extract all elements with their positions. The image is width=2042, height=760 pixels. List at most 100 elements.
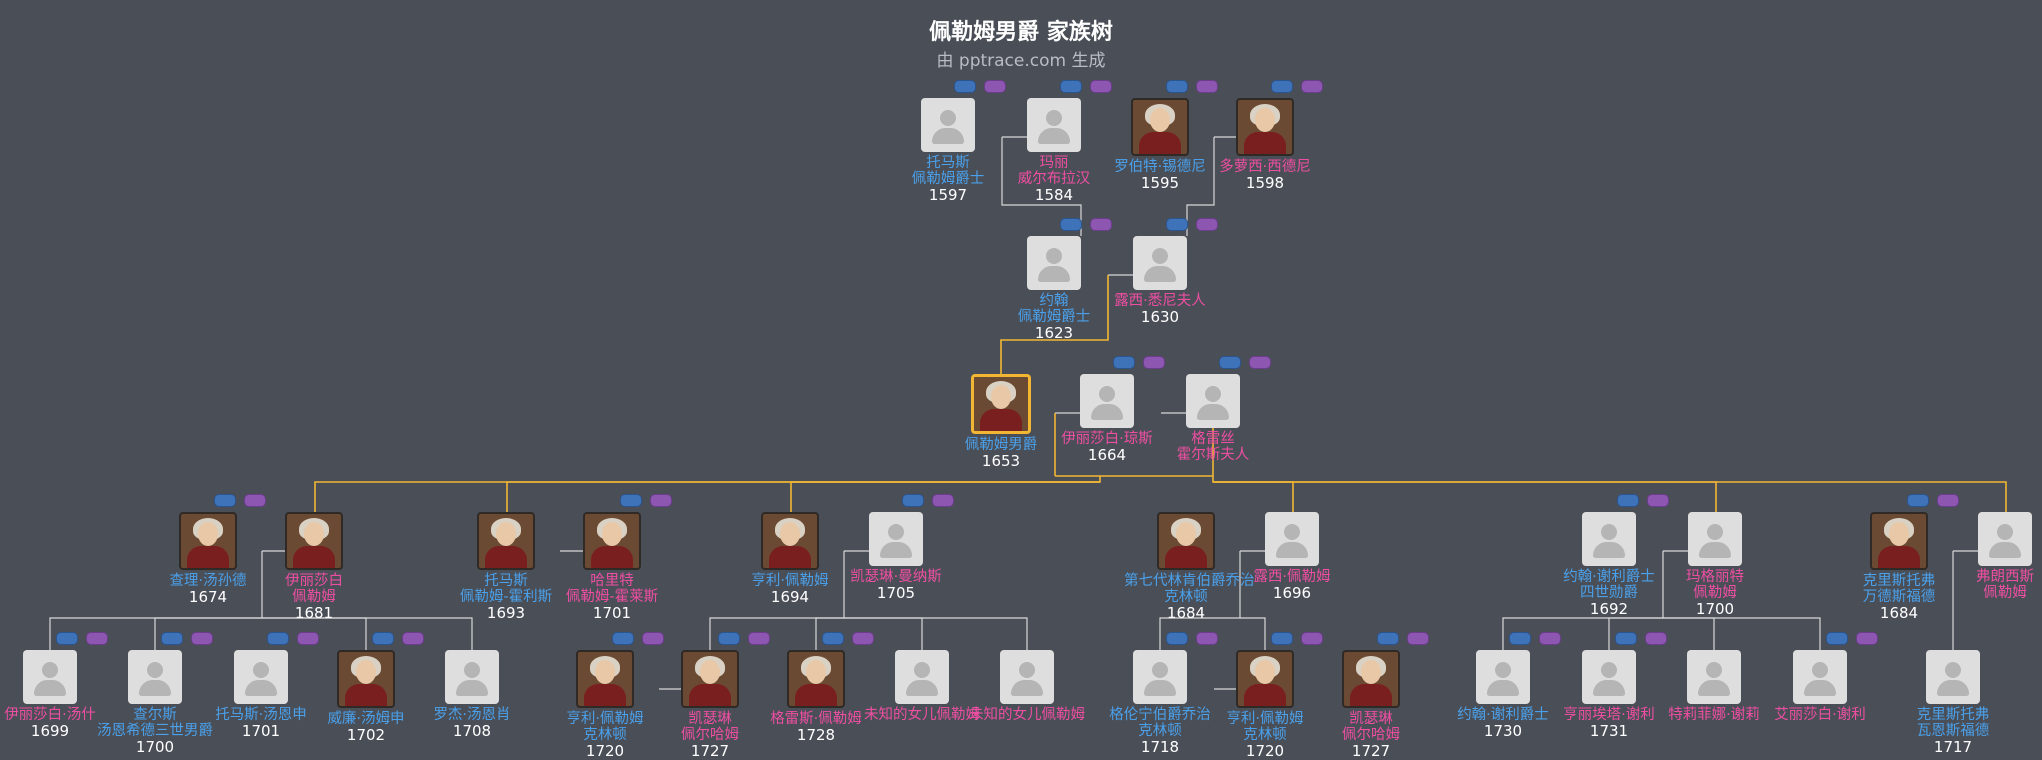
expand-ancestors-badge[interactable] [1113,356,1135,369]
expand-relatives-badge[interactable] [1647,494,1669,507]
expand-ancestors-badge[interactable] [1271,80,1293,93]
avatar-placeholder-icon[interactable] [1582,512,1636,566]
avatar-placeholder-icon[interactable] [128,650,182,704]
expand-relatives-badge[interactable] [402,632,424,645]
expand-ancestors-badge[interactable] [161,632,183,645]
expand-relatives-badge[interactable] [1301,632,1323,645]
expand-ancestors-badge[interactable] [1907,494,1929,507]
avatar-placeholder-icon[interactable] [1027,236,1081,290]
avatar-placeholder-icon[interactable] [445,650,499,704]
expand-ancestors-badge[interactable] [1166,80,1188,93]
expand-ancestors-badge[interactable] [822,632,844,645]
expand-relatives-badge[interactable] [932,494,954,507]
expand-relatives-badge[interactable] [1539,632,1561,645]
expand-relatives-badge[interactable] [1407,632,1429,645]
expand-ancestors-badge[interactable] [1060,80,1082,93]
portrait-photo[interactable] [787,650,845,708]
portrait-photo[interactable] [1157,512,1215,570]
portrait-photo[interactable] [1236,98,1294,156]
avatar-placeholder-icon[interactable] [1133,236,1187,290]
expand-relatives-badge[interactable] [86,632,108,645]
avatar-placeholder-icon[interactable] [1926,650,1980,704]
expand-ancestors-badge[interactable] [1166,632,1188,645]
person-node[interactable]: 未知的女儿佩勒姆 [965,650,1089,723]
expand-relatives-badge[interactable] [852,632,874,645]
expand-ancestors-badge[interactable] [372,632,394,645]
expand-ancestors-badge[interactable] [1271,632,1293,645]
expand-relatives-badge[interactable] [1196,632,1218,645]
expand-ancestors-badge[interactable] [1617,494,1639,507]
expand-relatives-badge[interactable] [191,632,213,645]
portrait-photo[interactable] [1236,650,1294,708]
portrait-photo[interactable] [761,512,819,570]
expand-relatives-badge[interactable] [1090,218,1112,231]
expand-ancestors-badge[interactable] [1219,356,1241,369]
expand-ancestors-badge[interactable] [1377,632,1399,645]
portrait-photo[interactable] [285,512,343,570]
avatar-placeholder-icon[interactable] [1080,374,1134,428]
portrait-photo[interactable] [179,512,237,570]
expand-relatives-badge[interactable] [1196,218,1218,231]
expand-relatives-badge[interactable] [1249,356,1271,369]
expand-ancestors-badge[interactable] [718,632,740,645]
expand-relatives-badge[interactable] [244,494,266,507]
expand-ancestors-badge[interactable] [1615,632,1637,645]
portrait-photo[interactable] [1870,512,1928,570]
expand-ancestors-badge[interactable] [56,632,78,645]
expand-relatives-badge[interactable] [642,632,664,645]
avatar-placeholder-icon[interactable] [234,650,288,704]
avatar-placeholder-icon[interactable] [1186,374,1240,428]
person-node[interactable]: 弗朗西斯 佩勒姆 [1943,512,2042,601]
person-node[interactable]: 格雷丝 霍尔斯夫人 [1151,374,1275,463]
portrait-photo[interactable] [1131,98,1189,156]
portrait-photo[interactable] [576,650,634,708]
avatar-placeholder-icon[interactable] [1476,650,1530,704]
portrait-photo[interactable] [971,374,1031,434]
expand-ancestors-badge[interactable] [267,632,289,645]
expand-ancestors-badge[interactable] [1509,632,1531,645]
expand-ancestors-badge[interactable] [1166,218,1188,231]
portrait-photo[interactable] [477,512,535,570]
expand-relatives-badge[interactable] [1856,632,1878,645]
expand-relatives-badge[interactable] [297,632,319,645]
portrait-photo[interactable] [1342,650,1400,708]
avatar-placeholder-icon[interactable] [1133,650,1187,704]
avatar-placeholder-icon[interactable] [1687,650,1741,704]
avatar-placeholder-icon[interactable] [23,650,77,704]
avatar-placeholder-icon[interactable] [1688,512,1742,566]
portrait-photo[interactable] [583,512,641,570]
expand-ancestors-badge[interactable] [1060,218,1082,231]
person-node[interactable]: 艾丽莎白·谢利 [1758,650,1882,723]
avatar-placeholder-icon[interactable] [1978,512,2032,566]
expand-relatives-badge[interactable] [748,632,770,645]
